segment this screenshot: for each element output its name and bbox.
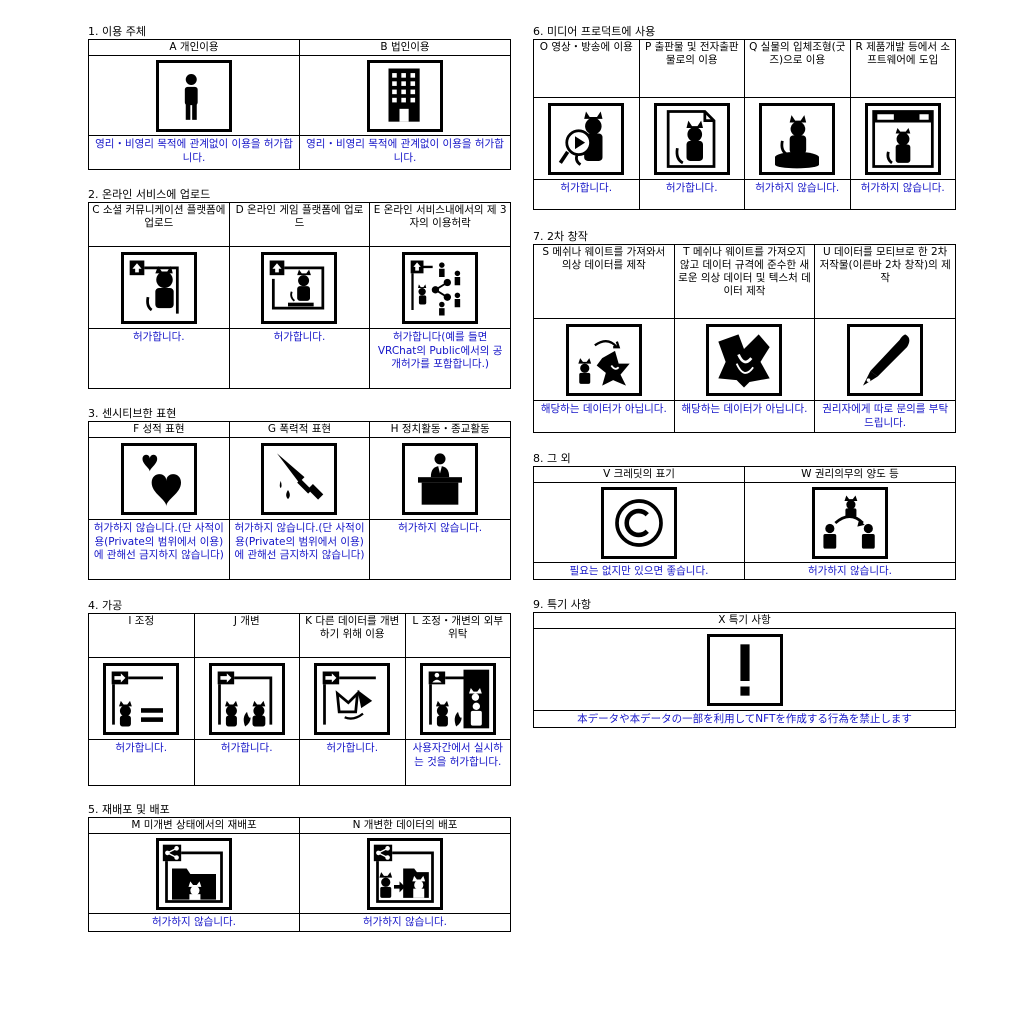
section-redistribution: 5. 재배포 및 배포 M 미개변 상태에서의 재배포 N 개변한 데이터의 배… <box>88 803 511 932</box>
col-footer: 필요는 없지만 있으면 좋습니다. <box>533 562 745 580</box>
col-footer: 해당하는 데이터가 아닙니다. <box>533 400 675 433</box>
col-header: D 온라인 게임 플랫폼에 업로드 <box>228 202 371 247</box>
podium-icon <box>402 442 479 515</box>
modify-icon <box>208 662 285 735</box>
person-icon <box>156 59 232 132</box>
col-footer: 허가합니다. <box>228 328 371 389</box>
col-footer: 허가합니다. <box>299 739 406 786</box>
cloth-icon <box>706 323 783 396</box>
col-header: L 조정・개변의 외부위탁 <box>404 613 511 658</box>
other-data-icon <box>314 662 391 735</box>
col-header: W 권리의무의 양도 등 <box>744 466 956 483</box>
col-header: X 특기 사항 <box>533 612 956 629</box>
building-icon <box>367 59 443 132</box>
col-footer: 허가합니다. <box>88 739 195 786</box>
col-footer: 사용자간에서 실시하는 것을 허가합니다. <box>404 739 511 786</box>
col-header: M 미개변 상태에서의 재배포 <box>88 817 300 834</box>
hearts-icon <box>120 442 197 515</box>
pen-icon <box>847 323 924 396</box>
outsource-icon <box>419 662 496 735</box>
share-folder-icon <box>156 837 232 910</box>
copyright-icon <box>601 486 677 559</box>
adjust-icon <box>103 662 180 735</box>
col-footer: 허가하지 않습니다. <box>369 519 511 580</box>
license-table: S 메쉬나 웨이트를 가져와서 의상 데이터를 제작 T 메쉬나 웨이트를 가져… <box>533 244 956 433</box>
col-footer: 허가하지 않습니다.(단 사적이용(Private의 범위에서 이용)에 관해선… <box>88 519 230 580</box>
col-header: T 메쉬나 웨이트를 가져오지 않고 데이터 규격에 준수한 새로운 의상 데이… <box>673 244 816 319</box>
col-footer: 허가합니다. <box>193 739 300 786</box>
col-footer: 해당하는 데이터가 아닙니다. <box>673 400 816 433</box>
upload-share-icon <box>402 251 479 324</box>
col-header: R 제품개발 등에서 소프트웨어에 도입 <box>849 39 956 98</box>
section-derivative: 7. 2차 창작 S 메쉬나 웨이트를 가져와서 의상 데이터를 제작 T 메쉬… <box>533 230 956 433</box>
col-footer: 허가합니다. <box>88 328 230 389</box>
section-special-notes: 9. 특기 사항 X 특기 사항 本データや本データの一部を利用してNFTを作成… <box>533 598 956 728</box>
col-footer: 허가합니다. <box>533 179 640 210</box>
license-table: O 영상・방송에 이용 P 출판물 및 전자출판물로의 이용 Q 실물의 입체조… <box>533 39 956 210</box>
section-title: 8. 그 외 <box>533 452 571 465</box>
license-table: V 크레딧의 표기 W 권리의무의 양도 등 필요는 없지만 있으면 좋습니다.… <box>533 466 956 580</box>
exclamation-icon <box>706 633 783 706</box>
section-processing: 4. 가공 I 조정 J 개변 K 다른 데이터를 개변하기 위해 이용 L 조… <box>88 599 511 786</box>
col-header: N 개변한 데이터의 배포 <box>299 817 511 834</box>
section-sensitive: 3. 센시티브한 표현 F 성적 표현 G 폭력적 표현 H 정치활동・종교활동… <box>88 407 511 580</box>
col-header: K 다른 데이터를 개변하기 위해 이용 <box>299 613 406 658</box>
col-header: C 소셜 커뮤니케이션 플랫폼에 업로드 <box>88 202 230 247</box>
license-table: I 조정 J 개변 K 다른 데이터를 개변하기 위해 이용 L 조정・개변의 … <box>88 613 511 786</box>
software-icon <box>864 102 941 175</box>
col-header: A 개인이용 <box>88 39 300 56</box>
col-footer: 허가합니다. <box>638 179 745 210</box>
col-footer: 권리자에게 따로 문의를 부탁드립니다. <box>814 400 956 433</box>
col-header: H 정치활동・종교활동 <box>369 421 511 438</box>
col-footer: 영리・비영리 목적에 관계없이 이용을 허가합니다. <box>88 135 300 170</box>
transfer-icon <box>812 486 888 559</box>
col-header: V 크레딧의 표기 <box>533 466 745 483</box>
knife-icon <box>261 442 338 515</box>
col-header: I 조정 <box>88 613 195 658</box>
section-title: 6. 미디어 프로덕트에 사용 <box>533 25 656 38</box>
cloth-from-icon <box>565 323 642 396</box>
col-header: B 법인이용 <box>299 39 511 56</box>
col-header: O 영상・방송에 이용 <box>533 39 640 98</box>
col-footer: 허가하지 않습니다.(단 사적이용(Private의 범위에서 이용)에 관해선… <box>228 519 371 580</box>
license-table: A 개인이용 B 법인이용 영리・비영리 목적에 관계없이 이용을 허가합니다.… <box>88 39 511 170</box>
section-online-upload: 2. 온라인 서비스에 업로드 C 소셜 커뮤니케이션 플랫폼에 업로드 D 온… <box>88 188 511 389</box>
col-header: P 출판물 및 전자출판물로의 이용 <box>638 39 745 98</box>
upload-avatar-icon <box>120 251 197 324</box>
col-footer: 허가하지 않습니다. <box>744 179 851 210</box>
section-title: 5. 재배포 및 배포 <box>88 803 170 816</box>
col-footer: 허가하지 않습니다. <box>88 913 300 932</box>
upload-game-icon <box>261 251 338 324</box>
figure-icon <box>759 102 836 175</box>
section-title: 1. 이용 주체 <box>88 25 146 38</box>
document-icon <box>653 102 730 175</box>
col-footer: 本データや本データの一部を利用してNFTを作成する行為を禁止します <box>533 710 956 728</box>
col-footer: 허가하지 않습니다. <box>744 562 956 580</box>
col-header: Q 실물의 입체조형(굿즈)으로 이용 <box>744 39 851 98</box>
col-header: E 온라인 서비스내에서의 제 3자의 이용허락 <box>369 202 511 247</box>
col-header: F 성적 표현 <box>88 421 230 438</box>
col-footer: 영리・비영리 목적에 관계없이 이용을 허가합니다. <box>299 135 511 170</box>
col-footer: 허가하지 않습니다. <box>849 179 956 210</box>
col-footer: 허가합니다(예를 들면 VRChat의 Public에서의 공개허가를 포함합니… <box>369 328 511 389</box>
video-icon <box>548 102 625 175</box>
section-title: 7. 2차 창작 <box>533 230 588 243</box>
license-table: M 미개변 상태에서의 재배포 N 개변한 데이터의 배포 허가하지 않습니다.… <box>88 817 511 932</box>
section-usage-subject: 1. 이용 주체 A 개인이용 B 법인이용 영리・비영리 목적에 관계없이 이… <box>88 25 511 170</box>
section-title: 3. 센시티브한 표현 <box>88 407 177 420</box>
license-table: F 성적 표현 G 폭력적 표현 H 정치활동・종교활동 허가하지 않습니다.(… <box>88 421 511 580</box>
share-modified-icon <box>367 837 443 910</box>
section-others: 8. 그 외 V 크레딧의 표기 W 권리의무의 양도 등 필요는 없지만 있으… <box>533 452 956 580</box>
section-title: 9. 특기 사항 <box>533 598 591 611</box>
col-header: S 메쉬나 웨이트를 가져와서 의상 데이터를 제작 <box>533 244 675 319</box>
section-title: 2. 온라인 서비스에 업로드 <box>88 188 211 201</box>
section-media-products: 6. 미디어 프로덕트에 사용 O 영상・방송에 이용 P 출판물 및 전자출판… <box>533 25 956 210</box>
license-table: C 소셜 커뮤니케이션 플랫폼에 업로드 D 온라인 게임 플랫폼에 업로드 E… <box>88 202 511 389</box>
col-header: U 데이터를 모티브로 한 2차 저작물(이른바 2차 창작)의 제작 <box>814 244 956 319</box>
section-title: 4. 가공 <box>88 599 123 612</box>
col-header: G 폭력적 표현 <box>228 421 371 438</box>
col-footer: 허가하지 않습니다. <box>299 913 511 932</box>
col-header: J 개변 <box>193 613 300 658</box>
license-table: X 특기 사항 本データや本データの一部を利用してNFTを作成する行為を禁止しま… <box>533 612 956 728</box>
